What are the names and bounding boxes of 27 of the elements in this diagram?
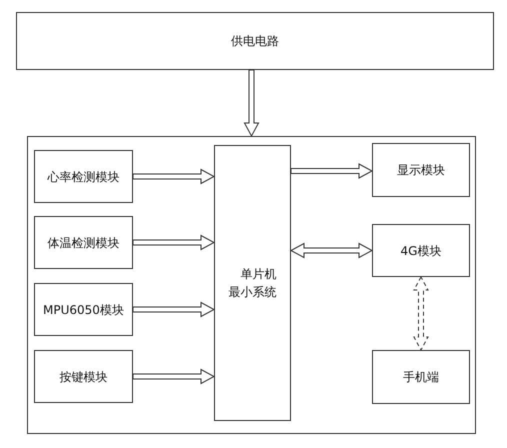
module-box bbox=[34, 350, 133, 403]
module-label: 手机端 bbox=[402, 369, 440, 386]
module-label: 体温检测模块 bbox=[46, 234, 120, 252]
hollow-arrow bbox=[132, 168, 216, 184]
module-box bbox=[372, 143, 470, 197]
module-label: 单片机最小系统 bbox=[228, 266, 277, 301]
hollow-arrow bbox=[290, 242, 374, 258]
module-box bbox=[214, 145, 291, 421]
hollow-arrow bbox=[413, 276, 429, 352]
module-box bbox=[34, 216, 133, 269]
module-label: MPU6050模块 bbox=[42, 302, 125, 318]
module-box bbox=[34, 283, 133, 336]
hollow-arrow bbox=[132, 302, 216, 318]
module-box bbox=[16, 12, 494, 70]
module-label: 4G模块 bbox=[400, 242, 442, 260]
module-box bbox=[372, 350, 470, 404]
module-box bbox=[34, 150, 133, 203]
module-box bbox=[372, 224, 470, 277]
hollow-arrow bbox=[290, 163, 374, 179]
module-label: 显示模块 bbox=[396, 162, 446, 179]
module-label: 心率检测模块 bbox=[46, 168, 120, 186]
module-label: 按键模块 bbox=[58, 368, 108, 386]
hollow-arrow bbox=[132, 234, 216, 250]
hollow-arrow bbox=[132, 368, 216, 384]
module-label: 供电电路 bbox=[230, 33, 280, 50]
hollow-arrow bbox=[244, 70, 260, 138]
container-box bbox=[27, 136, 476, 434]
